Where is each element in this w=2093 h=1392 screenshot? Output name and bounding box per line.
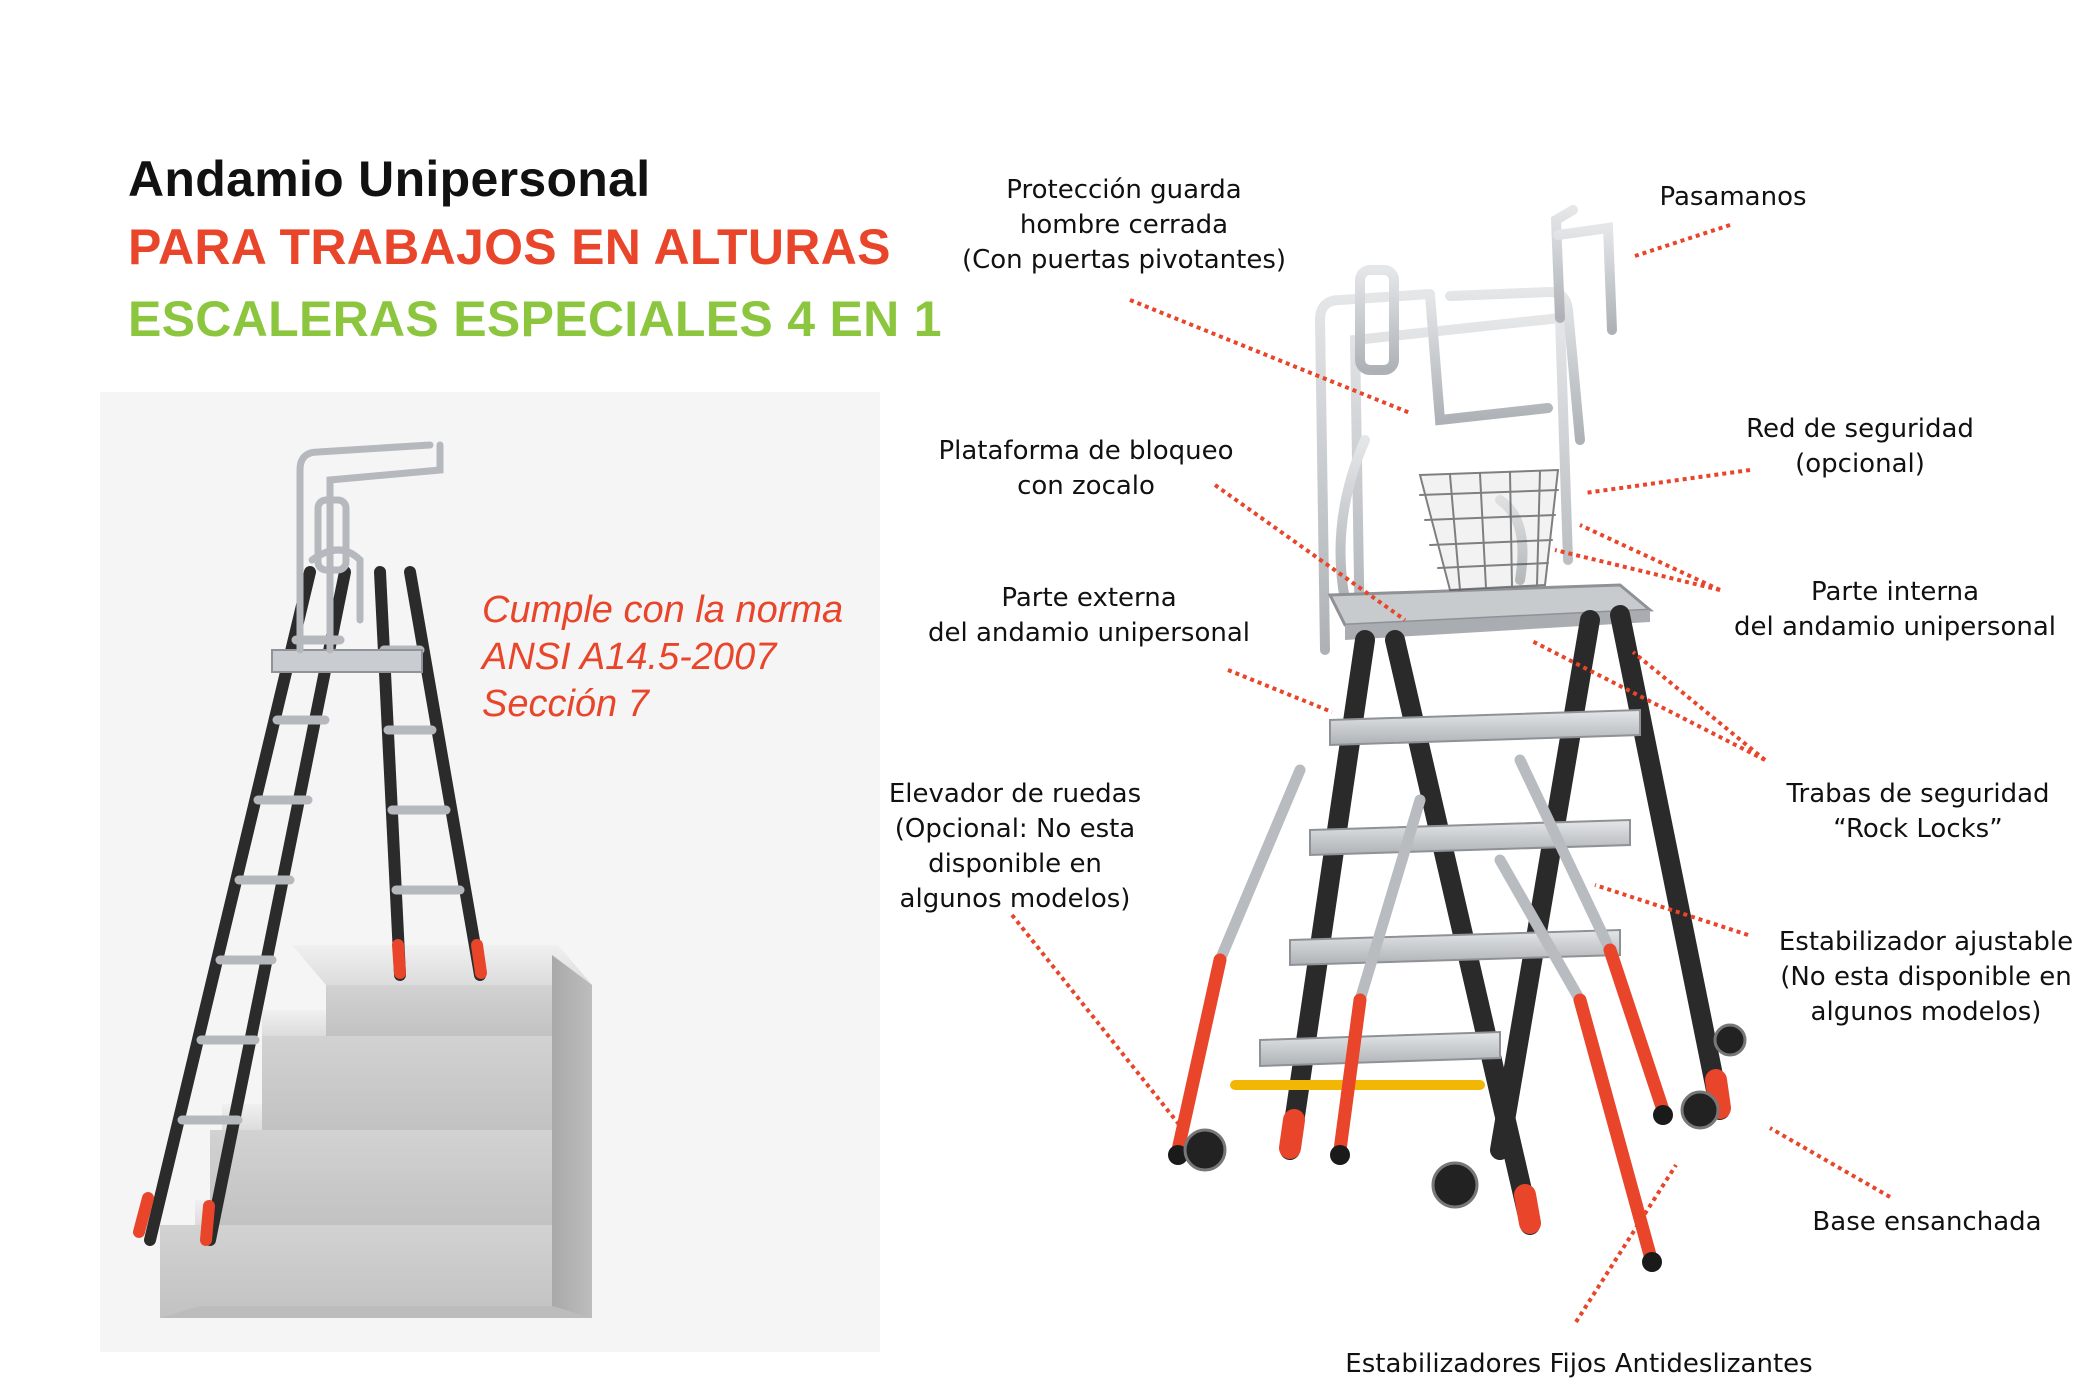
leader-externa bbox=[1227, 668, 1333, 714]
compliance-line-3: Sección 7 bbox=[482, 683, 649, 725]
leader-interna-2 bbox=[1554, 548, 1721, 592]
label-pasamanos: Pasamanos bbox=[1659, 182, 1807, 212]
leader-base bbox=[1769, 1126, 1891, 1199]
compliance-note: Cumple con la norma ANSI A14.5-2007 Secc… bbox=[482, 587, 843, 728]
leader-lines bbox=[1010, 223, 1891, 1324]
leader-interna-1 bbox=[1579, 523, 1721, 592]
compliance-line-1: Cumple con la norma bbox=[482, 589, 844, 631]
leader-proteccion bbox=[1129, 298, 1411, 415]
label-plataforma-bloqueo: Plataforma de bloqueo con zocalo bbox=[938, 436, 1234, 501]
leader-red bbox=[1584, 468, 1751, 495]
leader-pasamanos bbox=[1634, 223, 1731, 258]
stairs-block bbox=[160, 945, 592, 1318]
label-estabilizador-ajustable: Estabilizador ajustable (No esta disponi… bbox=[1778, 927, 2074, 1027]
leader-fijos bbox=[1574, 1163, 1678, 1324]
scaffold-illustration bbox=[1168, 205, 1747, 1272]
label-parte-externa: Parte externa del andamio unipersonal bbox=[927, 583, 1251, 648]
title-line-1: Andamio Unipersonal bbox=[128, 151, 651, 207]
leader-trabas-1 bbox=[1529, 638, 1766, 762]
compliance-line-2: ANSI A14.5-2007 bbox=[482, 636, 777, 678]
label-red-seguridad: Red de seguridad (opcional) bbox=[1746, 414, 1974, 479]
title-line-2: PARA TRABAJOS EN ALTURAS bbox=[128, 219, 891, 275]
label-elevador-ruedas: Elevador de ruedas (Opcional: No esta di… bbox=[888, 779, 1142, 914]
title-line-3: ESCALERAS ESPECIALES 4 EN 1 bbox=[128, 291, 942, 347]
leader-plataforma bbox=[1213, 483, 1407, 622]
label-trabas-seguridad: Trabas de seguridad “Rock Locks” bbox=[1786, 779, 2050, 844]
left-ladder bbox=[133, 441, 487, 1246]
label-parte-interna: Parte interna del andamio unipersonal bbox=[1733, 577, 2057, 642]
leader-estabilizador bbox=[1594, 883, 1749, 937]
label-estabilizadores-fijos: Estabilizadores Fijos Antideslizantes bbox=[1345, 1349, 1813, 1379]
leader-elevador bbox=[1010, 913, 1187, 1134]
label-base-ensanchada: Base ensanchada bbox=[1812, 1207, 2042, 1237]
label-proteccion-guarda: Protección guarda hombre cerrada (Con pu… bbox=[961, 175, 1287, 275]
